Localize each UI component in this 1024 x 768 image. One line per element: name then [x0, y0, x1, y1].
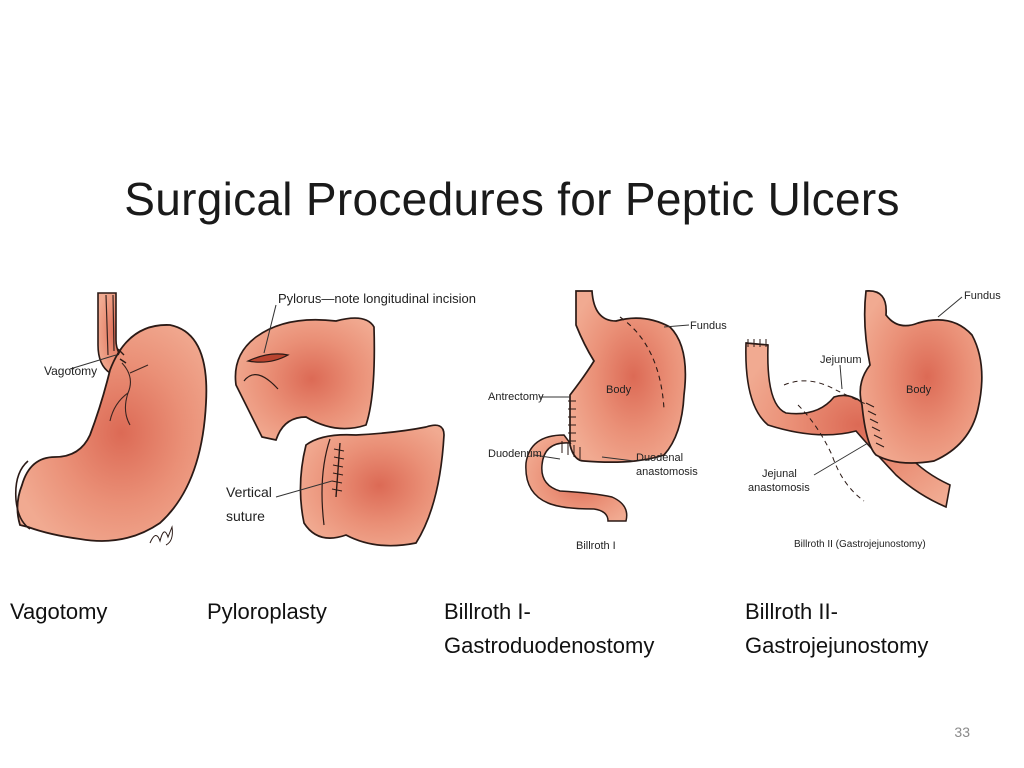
antrectomy-label: Antrectomy — [488, 391, 544, 403]
pylorus-note-label: Pylorus—note longitudinal incision — [278, 291, 476, 306]
billroth2-illustration: Fundus Jejunum Body Jejunal anastomosis … — [738, 285, 1008, 555]
fundus-label: Fundus — [964, 290, 1001, 302]
caption-billroth2: Billroth II- Gastrojejunostomy — [745, 599, 929, 658]
suture-label: suture — [226, 508, 265, 524]
billroth1-illustration: Fundus Body Antrectomy Duodenum Duodenal… — [484, 285, 734, 555]
fundus-label: Fundus — [690, 320, 727, 332]
slide-title: Surgical Procedures for Peptic Ulcers — [124, 173, 900, 225]
jejunum-label: Jejunum — [820, 354, 862, 366]
vertical-label: Vertical — [226, 484, 272, 500]
body-label: Body — [906, 384, 932, 396]
billroth2-figure-label: Billroth II (Gastrojejunostomy) — [794, 539, 926, 550]
anastomosis-label: anastomosis — [748, 482, 810, 494]
anastomosis-label: anastomosis — [636, 466, 698, 478]
vagotomy-label: Vagotomy — [44, 364, 97, 378]
billroth1-figure-label: Billroth I — [576, 540, 616, 552]
duodenum-label: Duodenum — [488, 448, 542, 460]
duodenal-label: Duodenal — [636, 452, 683, 464]
body-label: Body — [606, 384, 632, 396]
caption-billroth1: Billroth I- Gastroduodenostomy — [444, 599, 655, 658]
page-number: 33 — [954, 724, 970, 740]
vagotomy-illustration: Vagotomy — [10, 285, 210, 550]
pyloroplasty-illustration: Pylorus—note longitudinal incision Verti… — [226, 285, 481, 550]
caption-pyloroplasty: Pyloroplasty — [207, 599, 327, 624]
caption-vagotomy: Vagotomy — [10, 599, 108, 624]
jejunal-label: Jejunal — [762, 468, 797, 480]
